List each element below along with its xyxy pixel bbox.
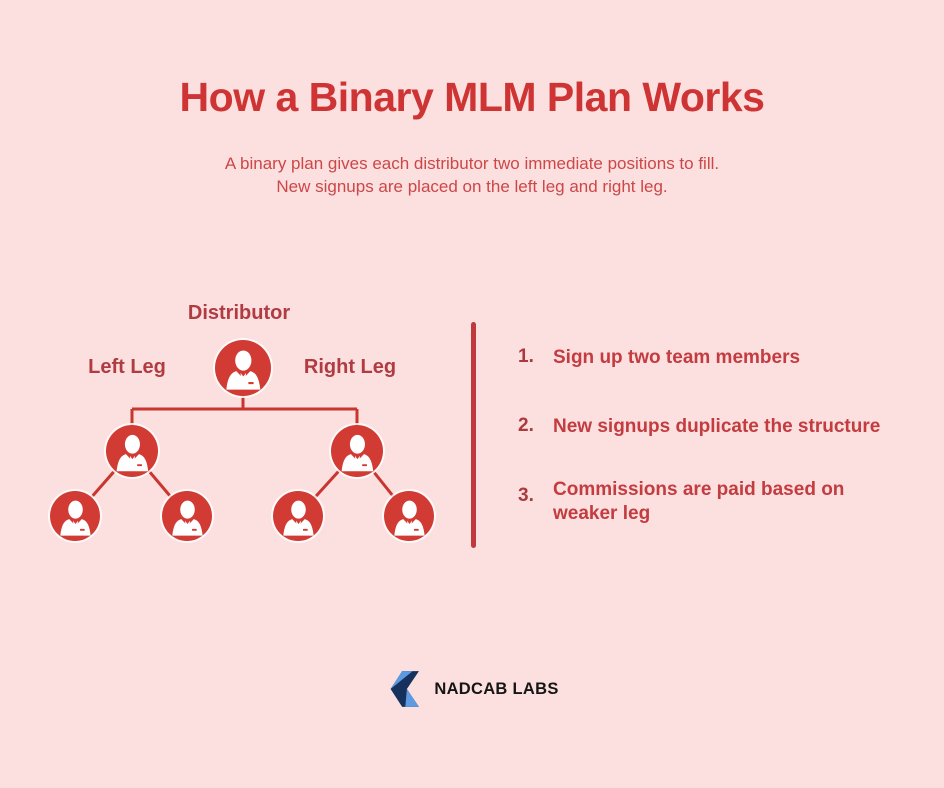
businessperson-icon [52,494,99,541]
right-child-node [331,425,383,477]
nadcab-cube-icon [390,671,419,707]
right-leg-label: Right Leg [303,356,397,378]
grandchild-node-4 [384,491,434,541]
step-item-2: 2. New signups duplicate the structure [518,415,880,439]
businessperson-icon [386,494,433,541]
step-item-3: 3. Commissions are paid based on weaker … [518,478,888,526]
step-number: 3. [518,485,534,506]
vertical-divider [471,322,476,548]
step-item-1: 1. Sign up two team members [518,346,800,370]
distributor-node [215,340,271,396]
businessperson-icon [275,494,322,541]
nadcab-logo: NADCAB LABS [385,668,558,710]
distributor-label: Distributor [187,302,291,324]
grandchild-node-1 [50,491,100,541]
page-title: How a Binary MLM Plan Works [179,74,765,120]
left-leg-label: Left Leg [88,356,166,378]
businessperson-icon [333,428,382,477]
grandchild-node-2 [162,491,212,541]
businessperson-icon [164,494,211,541]
grandchild-node-3 [273,491,323,541]
step-number: 1. [518,346,534,367]
step-text: Sign up two team members [553,347,801,368]
businessperson-icon [108,428,157,477]
nadcab-logo-text: NADCAB LABS [434,679,559,698]
step-text: Commissions are paid based on weaker leg [553,479,845,524]
businessperson-icon [217,343,270,396]
step-number: 2. [518,415,534,436]
subtitle-line-2: New signups are placed on the left leg a… [276,177,668,196]
subtitle-line-1: A binary plan gives each distributor two… [224,154,720,173]
step-text: New signups duplicate the structure [553,416,881,437]
left-child-node [106,425,158,477]
